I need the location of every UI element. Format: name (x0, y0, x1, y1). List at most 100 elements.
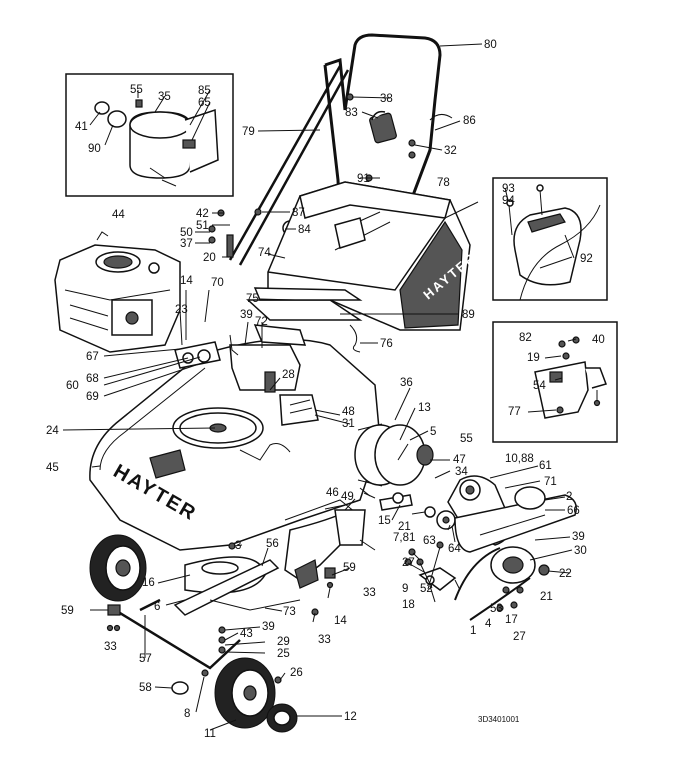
callout-14: 14 (180, 275, 193, 287)
callout-45: 45 (46, 462, 59, 474)
callout-60: 60 (66, 380, 79, 392)
callout-92: 92 (580, 253, 593, 265)
callout-48: 48 (342, 406, 355, 418)
callout-93: 93 (502, 183, 515, 195)
callout-30: 30 (574, 545, 587, 557)
callout-13: 13 (418, 402, 431, 414)
inset-cable-box (492, 177, 608, 301)
blade-and-axle (106, 499, 366, 695)
belt-drive (354, 423, 577, 621)
callout-7-81: 7,81 (393, 532, 415, 544)
inset-bracket (534, 336, 607, 419)
callout-6: 6 (154, 601, 160, 613)
callout-14b: 14 (334, 615, 347, 627)
callout-44: 44 (112, 209, 125, 221)
callout-68: 68 (86, 373, 99, 385)
callout-49: 49 (341, 491, 354, 503)
callout-32: 32 (444, 145, 457, 157)
callout-82: 82 (519, 332, 532, 344)
callout-58: 58 (139, 682, 152, 694)
callout-43: 43 (240, 628, 253, 640)
callout-38: 38 (380, 93, 393, 105)
callout-34: 34 (455, 466, 468, 478)
callout-21b: 21 (540, 591, 553, 603)
callout-39: 39 (240, 309, 253, 321)
callout-69: 69 (86, 391, 99, 403)
callout-27: 27 (402, 557, 415, 569)
callout-39c: 39 (262, 621, 275, 633)
callout-54: 54 (533, 380, 546, 392)
callout-80: 80 (484, 39, 497, 51)
callout-16: 16 (142, 577, 155, 589)
callout-33: 33 (363, 587, 376, 599)
callout-57: 57 (139, 653, 152, 665)
callout-94: 94 (502, 195, 515, 207)
callout-33b: 33 (104, 641, 117, 653)
callout-23: 23 (175, 304, 188, 316)
callout-77: 77 (508, 406, 521, 418)
callout-46: 46 (326, 487, 339, 499)
callout-71: 71 (544, 476, 557, 488)
callout-2: 2 (566, 491, 572, 503)
callout-18: 18 (402, 599, 415, 611)
callout-59: 59 (343, 562, 356, 574)
callout-4: 4 (485, 618, 492, 630)
callout-72: 72 (255, 316, 268, 328)
callout-83: 83 (345, 107, 358, 119)
leader-lines (62, 43, 577, 731)
callout-55: 55 (130, 84, 143, 96)
callout-61: 61 (539, 460, 552, 472)
callout-9: 9 (402, 583, 408, 595)
callout-74: 74 (258, 247, 271, 259)
callout-84: 84 (298, 224, 311, 236)
callout-42: 42 (196, 208, 209, 220)
callout-29: 29 (277, 636, 290, 648)
callout-20: 20 (203, 252, 216, 264)
callout-1: 1 (470, 625, 476, 637)
callout-87: 87 (292, 207, 305, 219)
callout-63: 63 (423, 535, 436, 547)
callout-55b: 55 (460, 433, 473, 445)
callout-17: 17 (505, 614, 518, 626)
callout-73: 73 (283, 606, 296, 618)
inset-bracket-box (492, 321, 618, 443)
callout-31: 31 (342, 418, 355, 430)
callout-37: 37 (180, 238, 193, 250)
inset-motor-box (65, 73, 234, 197)
callout-70: 70 (211, 277, 224, 289)
callout-26: 26 (290, 667, 303, 679)
inset-motor (94, 99, 219, 187)
callout-15: 15 (378, 515, 391, 527)
callout-64: 64 (448, 543, 461, 555)
callout-27b: 27 (513, 631, 526, 643)
callout-24: 24 (46, 425, 59, 437)
callout-76: 76 (380, 338, 393, 350)
callout-56: 56 (266, 538, 279, 550)
mower-deck: HAYTER (89, 324, 381, 551)
rear-wheel (214, 657, 298, 733)
callout-86: 86 (463, 115, 476, 127)
callout-50: 50 (180, 227, 193, 239)
callout-51: 51 (196, 220, 209, 232)
engine (54, 231, 181, 353)
drawing-reference: 3D3401001 (478, 715, 520, 724)
callout-33c: 33 (318, 634, 331, 646)
callout-3: 3 (235, 540, 241, 552)
callout-labels: 80 55 85 65 35 38 41 83 86 90 79 32 91 7… (46, 39, 605, 740)
callout-52: 52 (420, 583, 433, 595)
callout-66: 66 (567, 505, 580, 517)
callout-89: 89 (462, 309, 475, 321)
callout-10-88: 10,88 (505, 453, 534, 465)
callout-40: 40 (592, 334, 605, 346)
callout-90: 90 (88, 143, 101, 155)
callout-67: 67 (86, 351, 99, 363)
callout-22: 22 (559, 568, 572, 580)
callout-39b: 39 (572, 531, 585, 543)
callout-59b: 59 (61, 605, 74, 617)
callout-85: 85 (198, 85, 211, 97)
callout-21: 21 (398, 521, 411, 533)
callout-47: 47 (453, 454, 466, 466)
callout-91: 91 (357, 173, 370, 185)
